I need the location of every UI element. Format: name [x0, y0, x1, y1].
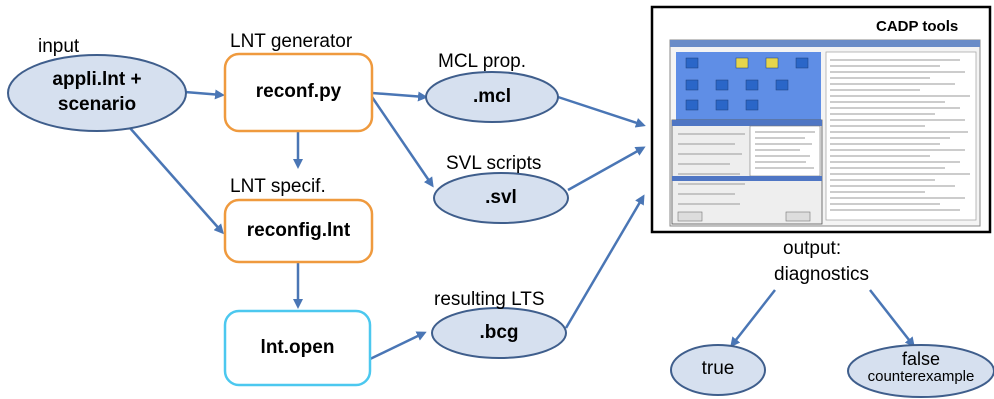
arrow-diag-to-false	[869, 289, 915, 348]
svl-ellipse	[433, 172, 569, 224]
false-ellipse	[847, 344, 994, 398]
mcl-ellipse	[425, 71, 559, 123]
input-node-line2: scenario	[57, 94, 137, 115]
output-label: output:	[783, 238, 842, 259]
diagnostics-label: diagnostics	[774, 264, 870, 285]
arrow-mcl-to-cadp	[557, 95, 646, 128]
reconfig-lnt-box	[223, 198, 374, 264]
reconfig-lnt-text: reconfig.lnt	[246, 220, 351, 241]
arrow-svl-to-cadp	[567, 146, 646, 192]
cadp-box	[650, 5, 992, 234]
mcl-prop-label: MCL prop.	[438, 51, 526, 72]
input-ellipse	[7, 54, 187, 132]
svl-text: .svl	[485, 187, 517, 208]
input-label: input	[38, 36, 80, 57]
bcg-text: .bcg	[479, 322, 519, 343]
lnt-open-text: lnt.open	[260, 337, 335, 358]
true-text: true	[701, 358, 735, 379]
arrow-reconf-to-svl	[370, 96, 434, 188]
arrow-input-to-reconfig	[129, 127, 224, 235]
reconf-py-box	[223, 52, 374, 133]
arrow-diag-to-true	[730, 289, 776, 348]
lnt-specif-label: LNT specif.	[230, 176, 326, 197]
arrow-input-to-reconf	[184, 89, 225, 100]
reconf-py-text: reconf.py	[255, 81, 342, 102]
arrow-lntopen-to-bcg	[369, 331, 427, 361]
cadp-tools-title: CADP tools	[876, 18, 959, 35]
counterexample-text: counterexample	[867, 368, 975, 385]
input-node-line1: appli.lnt +	[52, 69, 142, 90]
false-text: false	[901, 349, 941, 369]
lnt-generator-label: LNT generator	[230, 31, 353, 52]
true-ellipse	[670, 344, 766, 396]
arrow-reconf-to-mcl	[371, 91, 428, 102]
lnt-open-box	[223, 309, 372, 387]
bcg-ellipse	[431, 307, 567, 359]
mcl-text: .mcl	[472, 86, 512, 107]
resulting-lts-label: resulting LTS	[434, 289, 545, 310]
arrow-bcg-to-cadp	[564, 194, 645, 329]
svl-scripts-label: SVL scripts	[446, 153, 542, 174]
